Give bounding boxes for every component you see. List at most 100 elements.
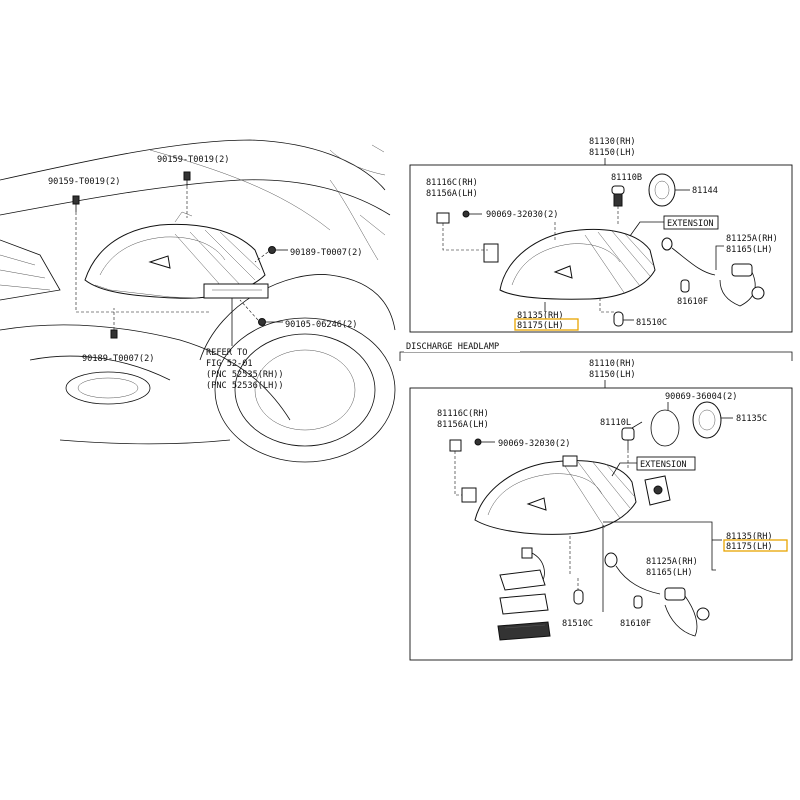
headlamp-lower-lip	[94, 284, 201, 299]
top-bracket-label-1: 81116C(RH)	[426, 178, 478, 188]
bottom-screw	[474, 438, 495, 446]
fender-line	[329, 179, 379, 261]
top-headlamp	[499, 228, 656, 300]
clip-right	[254, 246, 276, 263]
headlamp-reflector	[99, 236, 226, 276]
top-socket-label-2: 81165(LH)	[726, 245, 773, 255]
bottom-bulb-label: 81110L	[600, 418, 631, 428]
headlamp-marker	[148, 255, 171, 269]
bottom-top-mount	[562, 455, 578, 467]
top-mount-tab	[174, 211, 193, 223]
left-labels: 90159-T0019(2) 90159-T0019(2) 90189-T000…	[48, 155, 362, 391]
bottom-lens-label-1: 81135(RH)	[726, 532, 773, 542]
bottom-small-bulb-label: 81610F	[620, 619, 651, 629]
wheel-outer	[214, 317, 396, 463]
top-screw-label: 90069-32030(2)	[486, 210, 558, 220]
wheel-arch	[199, 274, 396, 361]
fog-lamp-inner	[77, 377, 139, 399]
bottom-part-1: 81110(RH)	[589, 359, 636, 369]
bottom-igniter	[644, 475, 671, 506]
bottom-extension-box	[636, 456, 696, 471]
bottom-bracket	[449, 439, 462, 496]
top-part-1: 81130(RH)	[589, 137, 636, 147]
top-side-bulb	[599, 298, 624, 327]
windshield-line	[329, 149, 386, 176]
label-bolt-top-center: 90159-T0019(2)	[157, 155, 229, 165]
section-bracket	[399, 351, 793, 361]
top-side-bulb-label: 81510C	[636, 318, 667, 328]
bolt-top-left	[72, 195, 210, 313]
left-headlamp-assembly	[84, 211, 269, 299]
top-part-2: 81150(LH)	[589, 148, 636, 158]
top-headlamp-tab	[483, 243, 499, 263]
label-refer-to-2: FIG 52-01	[206, 359, 253, 369]
label-clip-right: 90189-T0007(2)	[290, 248, 362, 258]
wheel-rim	[254, 349, 356, 431]
bottom-lens-label-2: 81175(LH)	[726, 542, 773, 552]
top-cap-label: 81144	[692, 186, 718, 196]
hood-edge	[0, 139, 386, 191]
bottom-side-bulb	[569, 536, 584, 605]
bottom-headlamp	[474, 460, 637, 535]
label-refer-to-1: REFER TO	[206, 348, 247, 358]
top-extension-label: EXTENSION	[667, 219, 714, 229]
fender-crease	[359, 214, 386, 236]
headlamp-housing	[84, 223, 266, 299]
top-lens-highlight	[514, 318, 579, 331]
bottom-ballast-stack	[497, 547, 551, 641]
bottom-side-bulb-label: 81510C	[562, 619, 593, 629]
mirror-hint	[371, 144, 385, 153]
top-panel: 81130(RH) 81150(LH)	[409, 137, 793, 333]
bottom-ring-label: 90069-36004(2)	[665, 392, 737, 402]
headlamp-ribs	[174, 229, 261, 297]
top-bracket-label-2: 81156A(LH)	[426, 189, 478, 199]
top-small-bulb-label: 81610F	[677, 297, 708, 307]
top-bulb	[611, 185, 625, 226]
bottom-headlamp-tab	[461, 487, 477, 503]
bottom-cap	[692, 401, 733, 439]
bottom-part-2: 81150(LH)	[589, 370, 636, 380]
label-refer-to-4: (PNC 52536(LH))	[206, 381, 284, 391]
grille-slats	[0, 254, 51, 291]
bottom-ring	[650, 409, 680, 447]
top-socket-harness	[661, 237, 765, 307]
bottom-socket-label-2: 81165(LH)	[646, 568, 693, 578]
top-socket-label-1: 81125A(RH)	[726, 234, 778, 244]
bottom-small-bulb	[633, 595, 643, 609]
top-lens-label-1: 81135(RH)	[517, 311, 564, 321]
top-cap	[648, 173, 676, 207]
bottom-bracket-label-2: 81156A(LH)	[437, 420, 489, 430]
bolt-top-center	[183, 171, 191, 218]
top-lens-label-2: 81175(LH)	[517, 321, 564, 331]
nut-right	[239, 299, 266, 326]
bottom-bulb	[621, 421, 643, 470]
vehicle-front-illustration	[0, 139, 396, 463]
bottom-panel: DISCHARGE HEADLAMP 81110(RH) 81150(LH)	[399, 340, 793, 661]
top-small-bulb	[680, 279, 690, 293]
hood-crease	[0, 179, 391, 216]
wheel-tire	[234, 333, 376, 447]
bottom-extension-label: EXTENSION	[640, 460, 687, 470]
grille-outline	[0, 239, 61, 301]
left-fasteners	[72, 171, 276, 346]
top-screw	[462, 210, 482, 218]
clip-bottom	[110, 308, 118, 339]
bumper-line	[0, 324, 291, 421]
bottom-socket-label-1: 81125A(RH)	[646, 557, 698, 567]
bumper-bottom	[59, 439, 231, 445]
top-bulb-label: 81110B	[611, 173, 642, 183]
bottom-cap-label: 81135C	[736, 414, 767, 424]
top-extension-box	[663, 215, 719, 230]
bottom-lens-highlight	[723, 539, 788, 552]
top-bracket	[436, 212, 488, 251]
bottom-screw-label: 90069-32030(2)	[498, 439, 570, 449]
label-clip-bottom: 90189-T0007(2)	[82, 354, 154, 364]
bumper-lower	[29, 355, 171, 381]
label-refer-to-3: (PNC 52535(RH))	[206, 370, 284, 380]
hood-line	[149, 149, 331, 231]
headlamp-bracket	[203, 283, 269, 299]
label-nut-right: 90105-06246(2)	[285, 320, 357, 330]
fog-lamp	[65, 371, 151, 405]
